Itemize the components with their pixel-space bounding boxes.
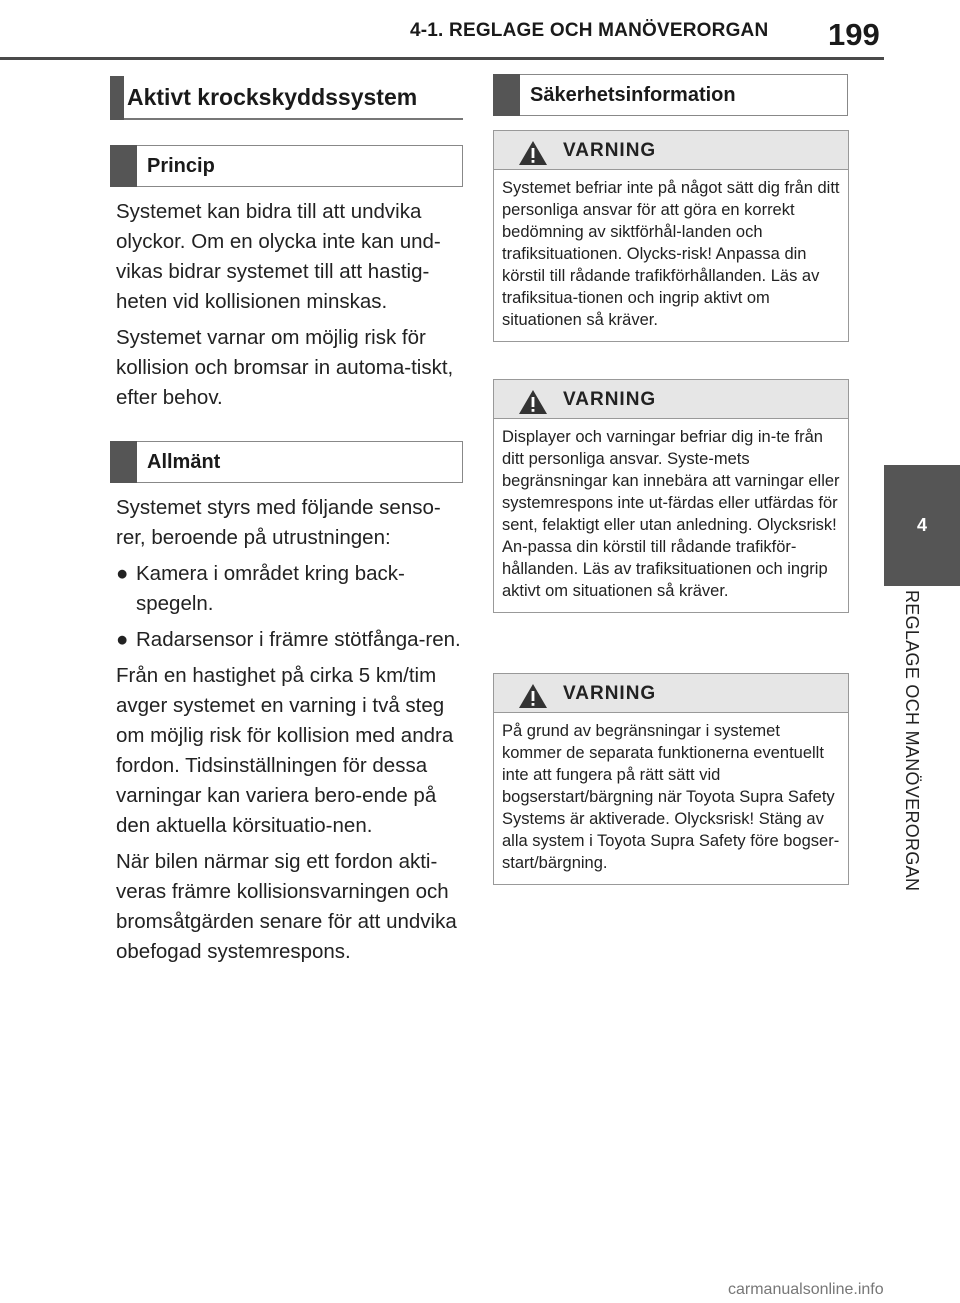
general-intro: Systemet styrs med följande senso-rer, b… (116, 496, 441, 549)
bullet-icon: ● (116, 628, 129, 651)
warning-text: Systemet befriar inte på något sätt dig … (502, 179, 840, 329)
main-heading-text: Aktivt krockskyddssystem (127, 83, 418, 110)
general-paragraph: När bilen närmar sig ett fordon akti-ver… (116, 850, 457, 963)
bullet-text: Kamera i området kring back-spegeln. (136, 562, 405, 615)
warning-box: VARNING Displayer och varningar befriar … (493, 379, 849, 613)
watermark: carmanualsonline.info (728, 1281, 884, 1298)
principle-paragraph: Systemet varnar om möjlig risk för kolli… (116, 326, 454, 409)
chapter-tab: 4 (884, 465, 960, 586)
bullet-text: Radarsensor i främre stötfånga-ren. (136, 628, 461, 651)
principle-heading: Princip (110, 145, 463, 187)
warning-box: VARNING På grund av begränsningar i syst… (493, 673, 849, 885)
principle-paragraph: Systemet kan bidra till att undvika olyc… (116, 200, 441, 313)
header-rule (0, 57, 884, 60)
safety-heading-text: Säkerhetsinformation (530, 83, 736, 106)
main-heading: Aktivt krockskyddssystem (110, 76, 463, 120)
chapter-label: REGLAGE OCH MANÖVERORGAN (902, 590, 922, 892)
general-paragraph: Från en hastighet på cirka 5 km/tim avge… (116, 664, 454, 837)
bullet-item: ● Radarsensor i främre stötfånga-ren. (116, 625, 466, 655)
general-heading-text: Allmänt (147, 450, 221, 473)
warning-triangle-icon (519, 390, 547, 414)
warning-box: VARNING Systemet befriar inte på något s… (493, 130, 849, 342)
bullet-icon: ● (116, 562, 129, 585)
warning-triangle-icon (519, 684, 547, 708)
page-number: 199 (828, 17, 880, 52)
general-section: Systemet styrs med följande senso-rer, b… (116, 493, 466, 967)
running-header-title: 4-1. REGLAGE OCH MANÖVERORGAN (410, 20, 769, 41)
principle-section: Systemet kan bidra till att undvika olyc… (116, 197, 466, 413)
warning-title: VARNING (563, 389, 657, 410)
chapter-number: 4 (916, 515, 927, 535)
warning-title: VARNING (563, 683, 657, 704)
principle-heading-text: Princip (147, 154, 215, 177)
warning-text: På grund av begränsningar i systemet kom… (502, 722, 840, 872)
warning-text: Displayer och varningar befriar dig in-t… (502, 428, 840, 600)
warning-triangle-icon (519, 141, 547, 165)
bullet-item: ● Kamera i området kring back-spegeln. (116, 559, 466, 619)
general-heading: Allmänt (110, 441, 463, 483)
warning-title: VARNING (563, 140, 657, 161)
safety-heading: Säkerhetsinformation (493, 74, 848, 116)
